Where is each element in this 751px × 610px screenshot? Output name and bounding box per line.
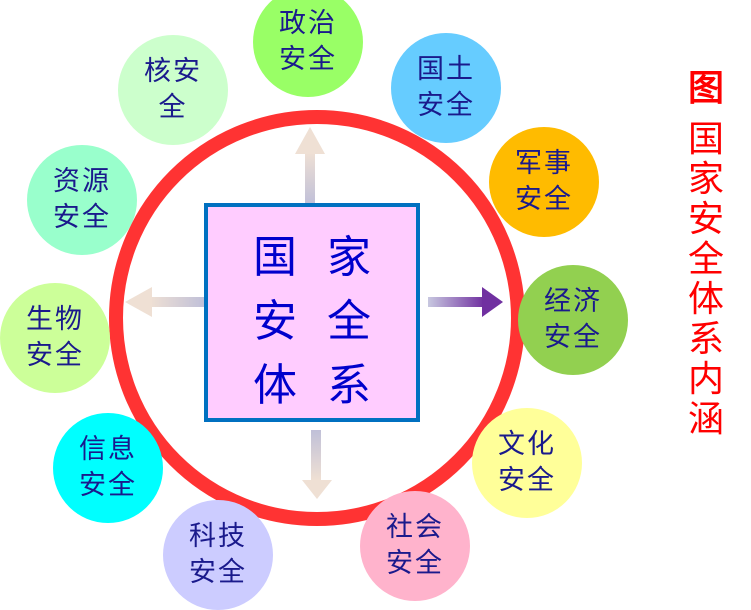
center-char: 体	[253, 360, 297, 411]
bubble-line1: 资源	[53, 166, 111, 197]
bubble-line2: 安全	[417, 90, 475, 121]
bubble-line2: 安全	[279, 44, 337, 75]
bubble-line2: 安全	[544, 322, 602, 353]
center-box-national-security-system: 国 家 安 全 体 系	[204, 203, 420, 422]
bubble-line1: 社会	[386, 512, 444, 543]
bubble-military-security: 军事安全	[489, 127, 599, 237]
caption-char: 系	[687, 319, 724, 360]
bubble-information-security: 信息安全	[53, 413, 163, 523]
bubble-political-security: 政治安全	[253, 0, 363, 97]
bubble-line2: 安全	[515, 184, 573, 215]
bubble-line1: 国土	[417, 54, 475, 85]
caption-char: 体	[687, 279, 724, 320]
figure-label: 图	[687, 67, 724, 109]
caption-char: 家	[687, 159, 724, 200]
bubble-line1: 文化	[498, 429, 556, 460]
caption-char: 安	[687, 199, 724, 240]
arrow-down-icon	[302, 430, 332, 499]
bubble-line1: 经济	[544, 286, 602, 317]
bubble-nuclear-security: 核安全	[118, 35, 228, 145]
bubble-line1: 军事	[515, 148, 573, 179]
caption-char: 全	[687, 239, 724, 280]
bubble-economic-security: 经济安全	[518, 265, 628, 375]
bubble-line1: 信息	[79, 434, 137, 465]
bubble-line2: 安全	[189, 557, 247, 588]
caption-char: 涵	[687, 399, 724, 440]
bubble-technology-security: 科技安全	[163, 500, 273, 610]
figure-caption: 图 国 家 安 全 体 系 内 涵	[684, 68, 728, 440]
caption-char: 内	[687, 359, 724, 400]
arrow-left-icon	[125, 287, 204, 317]
center-char: 家	[327, 232, 371, 283]
bubble-resource-security: 资源安全	[27, 145, 137, 255]
bubble-biological-security: 生物安全	[0, 283, 110, 393]
bubble-line2: 安全	[79, 470, 137, 501]
center-char: 国	[253, 232, 297, 283]
bubble-line1: 科技	[189, 521, 247, 552]
bubble-line2: 安全	[386, 548, 444, 579]
bubble-line1: 生物	[26, 304, 84, 335]
bubble-line2: 全	[158, 92, 188, 123]
bubble-cultural-security: 文化安全	[472, 408, 582, 518]
arrow-up-icon	[295, 127, 325, 204]
center-char: 全	[327, 296, 371, 347]
bubble-line1: 政治	[279, 8, 337, 39]
bubble-line1: 核安	[144, 56, 202, 87]
arrow-right-icon	[428, 287, 503, 317]
bubble-line2: 安全	[26, 340, 84, 371]
bubble-line2: 安全	[498, 465, 556, 496]
bubble-social-security: 社会安全	[360, 491, 470, 601]
bubble-line2: 安全	[53, 202, 111, 233]
center-char: 安	[253, 296, 297, 347]
bubble-territorial-security: 国土安全	[391, 33, 501, 143]
caption-char: 国	[687, 119, 724, 160]
center-char: 系	[327, 360, 371, 411]
